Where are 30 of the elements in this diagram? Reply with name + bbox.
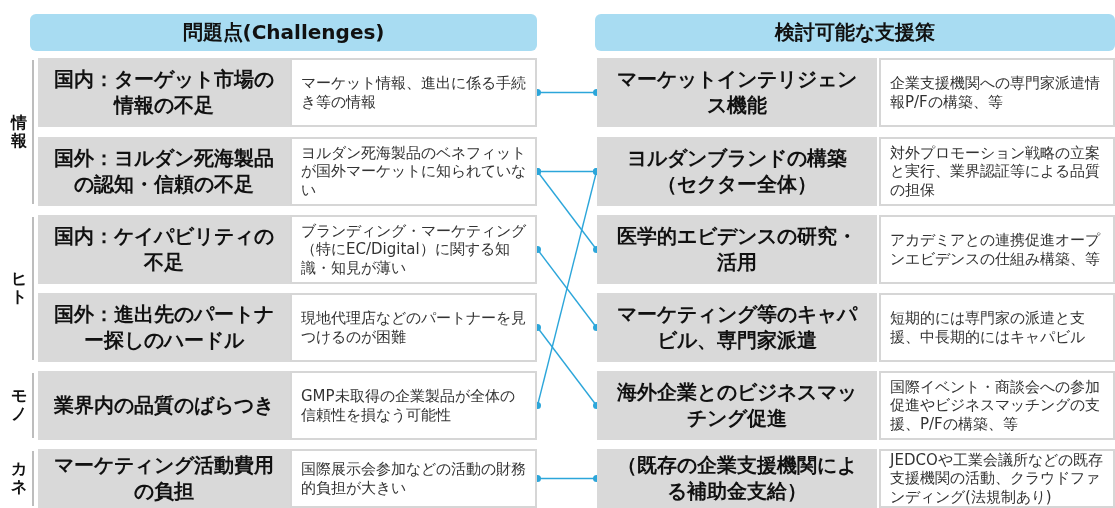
description-box: ヨルダン死海製品のベネフィットが国外マーケットに知られていない (290, 137, 537, 206)
category-label: カネ (10, 459, 28, 497)
description-box: 企業支援機関への専門家派遣情報P/Fの構築、等 (879, 58, 1115, 127)
description-box: ブランディング・マーケティング（特にEC/Digital）に関する知識・知見が薄い (290, 215, 537, 284)
measure-box: 医学的エビデンスの研究・活用 (597, 215, 877, 284)
challenge-box: 国内：ケイパビリティの不足 (38, 215, 290, 284)
measure-box: マーケットインテリジェンス機能 (597, 58, 877, 127)
description-box: 国際イベント・商談会への参加促進やビジネスマッチングの支援、P/Fの構築、等 (879, 371, 1115, 440)
category-label: モノ (10, 386, 28, 424)
header-banner: 問題点(Challenges) (30, 14, 537, 51)
category-label: ヒト (10, 269, 28, 307)
description-box: JEDCOや工業会議所などの既存支援機関の活動、クラウドファンディング(法規制あり) (879, 449, 1115, 508)
measure-box: マーケティング等のキャパビル、専門家派遣 (597, 293, 877, 362)
challenge-box: 業界内の品質のばらつき (38, 371, 290, 440)
category-label: 情報 (9, 113, 28, 151)
description-box: 対外プロモーション戦略の立案と実行、業界認証等による品質の担保 (879, 137, 1115, 206)
challenge-box: 国外：ヨルダン死海製品の認知・信頼の不足 (38, 137, 290, 206)
challenge-box: マーケティング活動費用の負担 (38, 449, 290, 508)
description-box: 短期的には専門家の派遣と支援、中長期的にはキャパビル (879, 293, 1115, 362)
challenge-box: 国内：ターゲット市場の情報の不足 (38, 58, 290, 127)
challenge-box: 国外：進出先のパートナー探しのハードル (38, 293, 290, 362)
description-box: GMP未取得の企業製品が全体の信頼性を損なう可能性 (290, 371, 537, 440)
measure-box: （既存の企業支援機関による補助金支給） (597, 449, 877, 508)
measure-box: 海外企業とのビジネスマッチング促進 (597, 371, 877, 440)
description-box: マーケット情報、進出に係る手続き等の情報 (290, 58, 537, 127)
description-box: 現地代理店などのパートナーを見つけるのが困難 (290, 293, 537, 362)
measure-box: ヨルダンブランドの構築（セクター全体） (597, 137, 877, 206)
header-banner: 検討可能な支援策 (595, 14, 1115, 51)
description-box: アカデミアとの連携促進オープンエビデンスの仕組み構築、等 (879, 215, 1115, 284)
description-box: 国際展示会参加などの活動の財務的負担が大きい (290, 449, 537, 508)
